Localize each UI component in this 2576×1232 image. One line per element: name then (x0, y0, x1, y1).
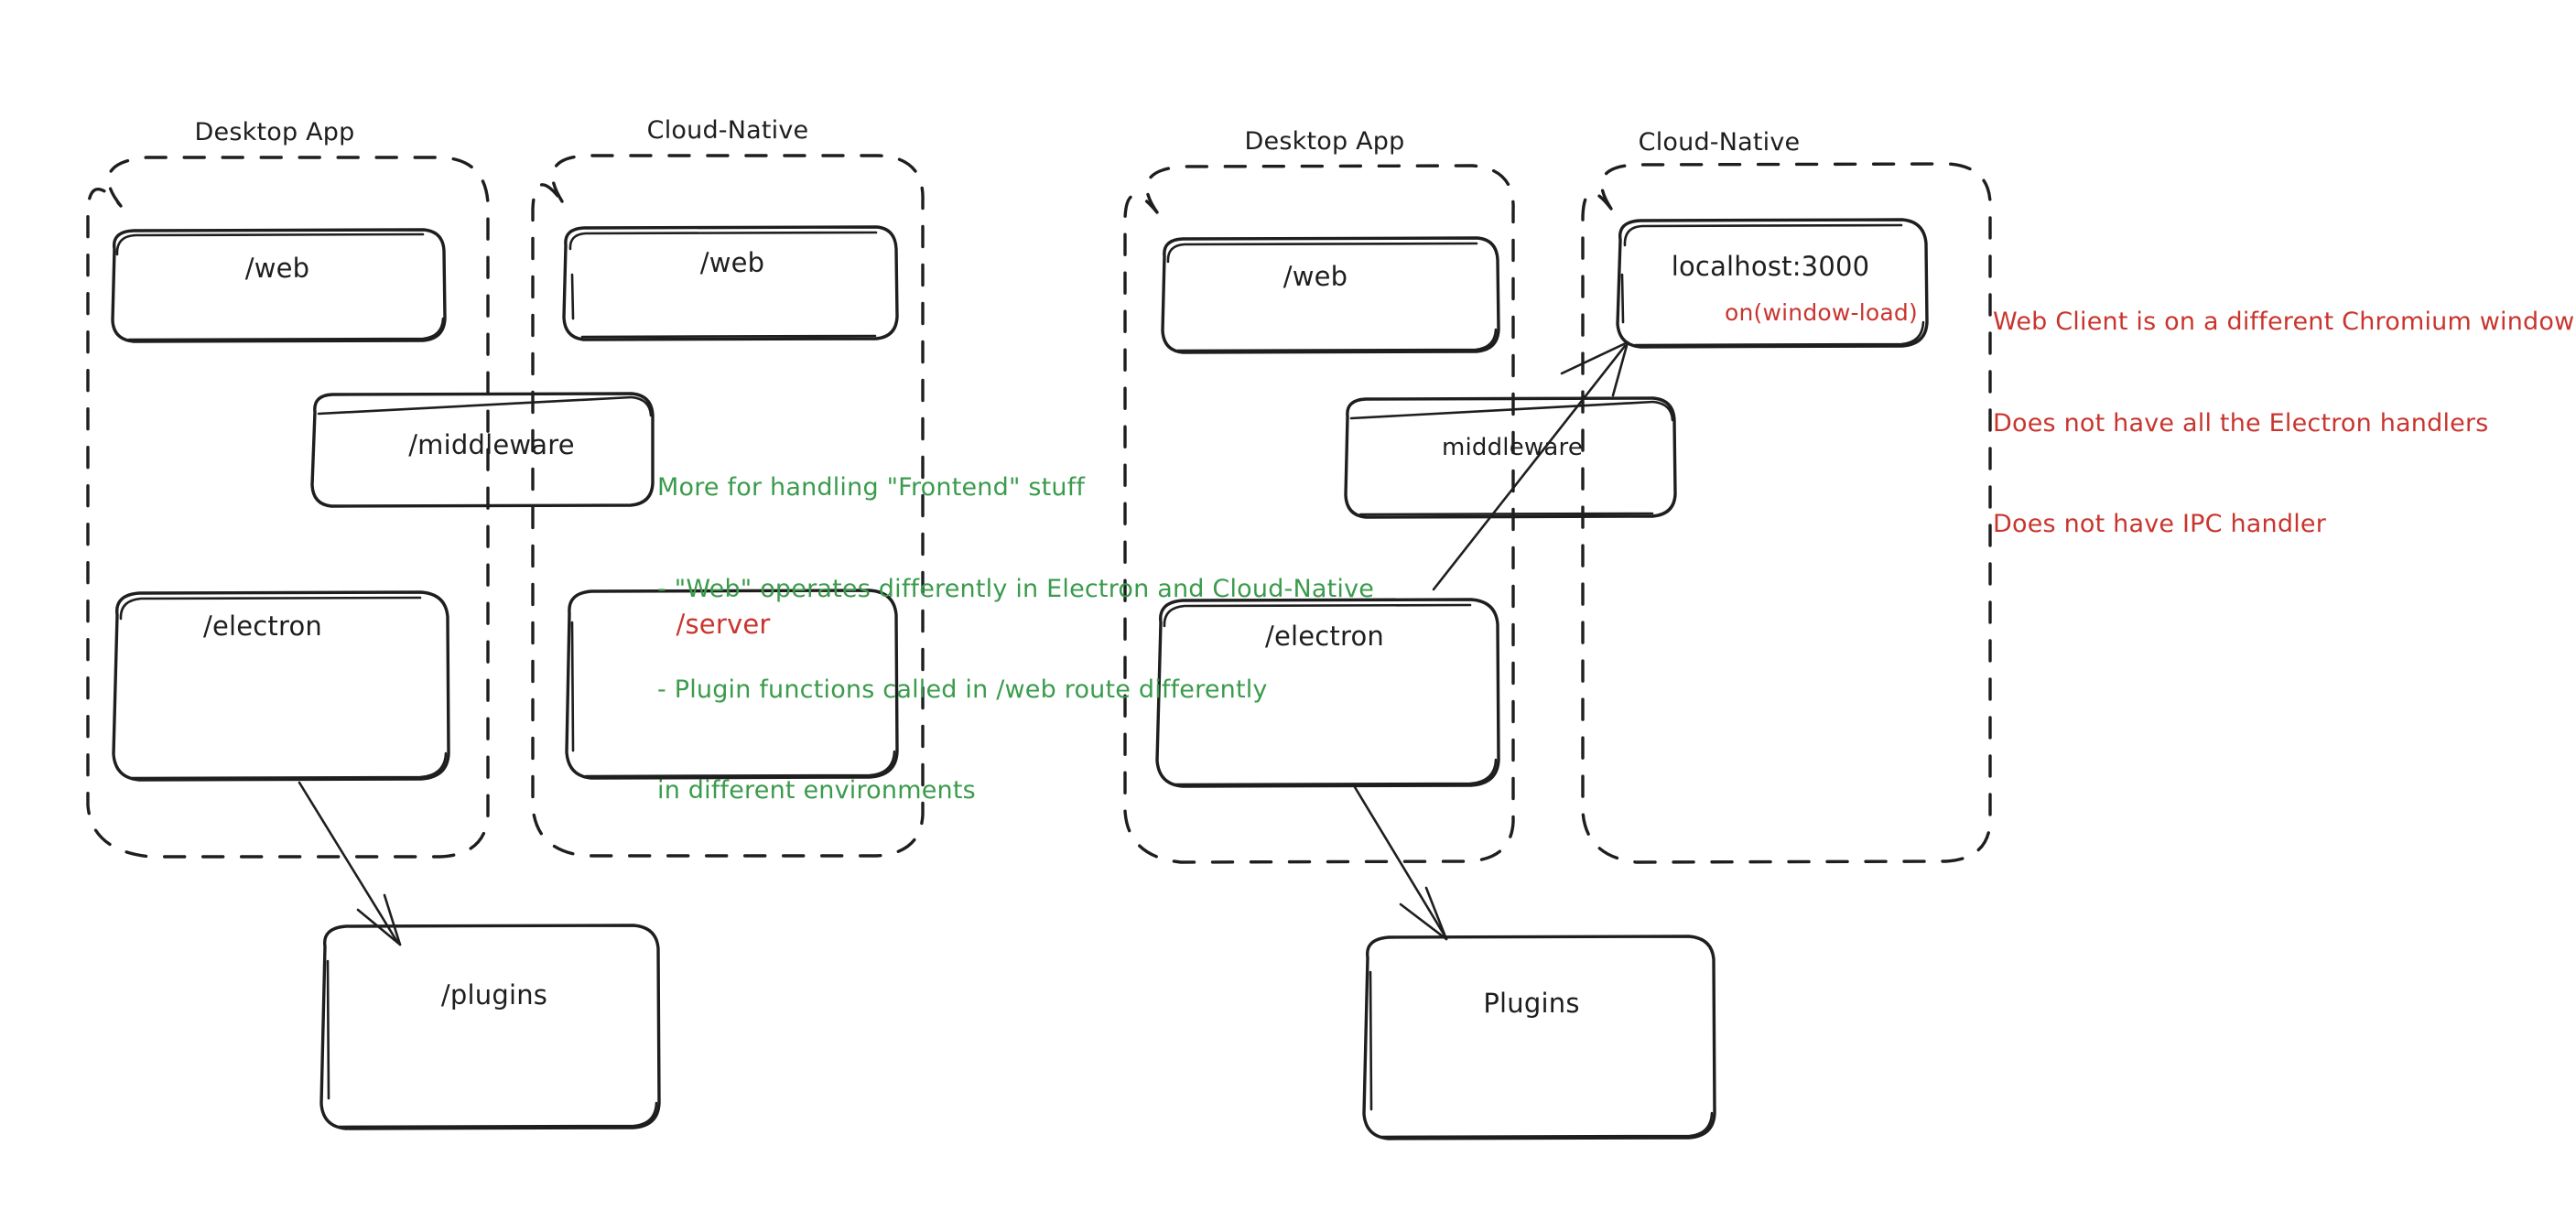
note-left-green: More for handling "Frontend" stuff - "We… (657, 405, 1374, 875)
box-label-left-cloud-web: /web (699, 247, 765, 278)
box-outline-left-plugins (319, 924, 661, 1130)
note-line: More for handling "Frontend" stuff (657, 473, 1086, 503)
group-title-left-cloud-native: Cloud-Native (646, 116, 809, 145)
box-label-right-middleware: middleware (1441, 434, 1584, 461)
box-outline-left-electron (112, 590, 450, 782)
note-line: in different environments (657, 775, 976, 805)
box-label-left-electron: /electron (202, 611, 323, 642)
note-line: - Plugin functions called in /web route … (657, 675, 1268, 704)
box-label-right-plugins: Plugins (1483, 988, 1580, 1019)
box-outline-left-middleware (310, 392, 655, 508)
arrow-left-electron-to-plugins (298, 781, 402, 946)
box-outline-right-plugins (1362, 935, 1716, 1140)
note-line: Does not have IPC handler (1993, 509, 2327, 538)
box-outline-right-desktop-web (1161, 236, 1500, 354)
box-outline-right-localhost (1616, 218, 1929, 349)
group-outline-left-cloud-native (531, 154, 925, 858)
note-line: Does not have all the Electron handlers (1993, 408, 2489, 438)
box-outline-right-middleware (1344, 396, 1677, 519)
group-outline-right-cloud-native (1581, 162, 1992, 864)
note-right-red: Web Client is on a different Chromium wi… (1993, 239, 2574, 609)
arrow-right-electron-to-plugins (1353, 785, 1448, 941)
box-label-left-middleware: /middleware (408, 429, 575, 460)
box-label-right-localhost: localhost:3000 (1671, 251, 1870, 282)
box-outline-left-cloud-web (562, 225, 899, 341)
group-title-right-desktop-app: Desktop App (1244, 127, 1405, 156)
group-title-left-desktop-app: Desktop App (194, 118, 355, 146)
box-outline-left-server (565, 589, 899, 780)
box-label-left-desktop-web: /web (244, 253, 310, 284)
box-outline-left-desktop-web (111, 228, 447, 343)
group-title-right-cloud-native: Cloud-Native (1638, 128, 1801, 157)
box-label-left-plugins: /plugins (440, 979, 548, 1010)
box-label-left-server: /server (676, 609, 771, 640)
note-line: Web Client is on a different Chromium wi… (1993, 308, 2575, 337)
arrow-right-electron-to-localhost (1432, 340, 1629, 591)
box-label-right-electron: /electron (1264, 621, 1385, 652)
group-outline-left-desktop-app (86, 156, 490, 859)
box-label-right-desktop-web: /web (1283, 261, 1348, 292)
box-sublabel-right-localhost-onwindowload: on(window-load) (1725, 299, 1918, 326)
note-line: - "Web" operates differently in Electron… (657, 574, 1375, 603)
box-outline-right-electron (1155, 598, 1500, 788)
